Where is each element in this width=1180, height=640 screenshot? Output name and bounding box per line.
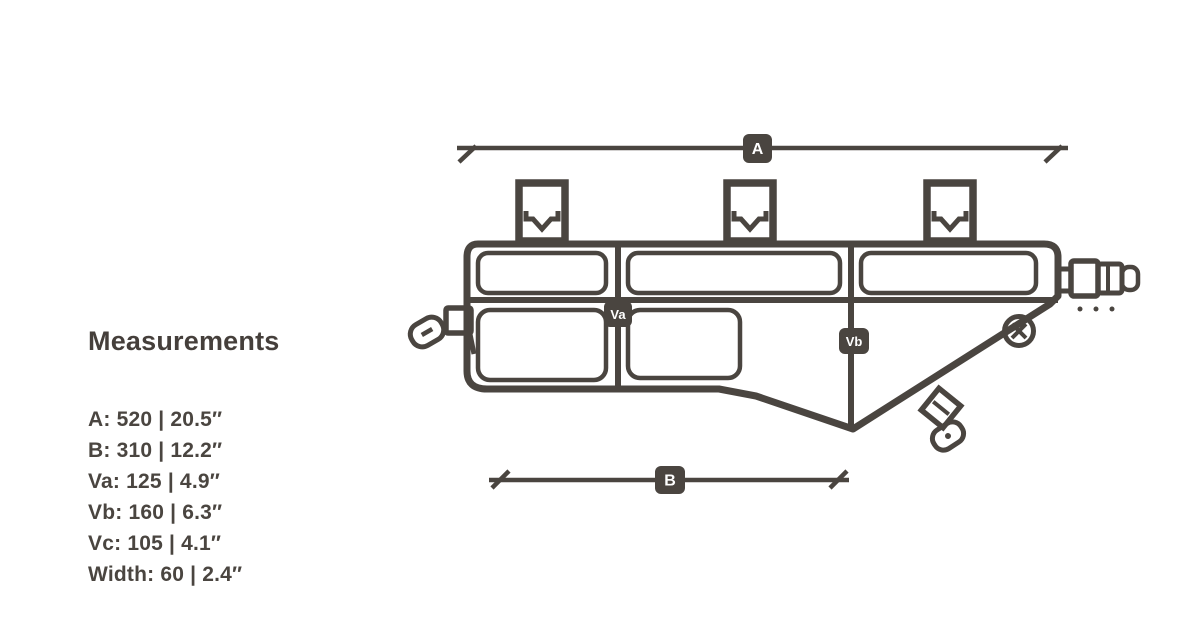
strap-notch-icon (931, 211, 969, 233)
dim-tick-icon (828, 469, 849, 490)
bag-outline (463, 240, 1062, 433)
label-va-text: Va (610, 307, 626, 322)
strap-notch-icon (523, 211, 561, 233)
measurement-item-vb: Vb: 160 | 6.3″ (88, 501, 223, 524)
diagonal-buckle-icon (917, 384, 967, 453)
measurement-item-va: Va: 125 | 4.9″ (88, 470, 220, 493)
measurement-list: A: 520 | 20.5″ B: 310 | 12.2″ Va: 125 | … (88, 404, 388, 590)
top-dimension-line: A (457, 134, 1068, 164)
label-b-text: B (664, 473, 676, 490)
dim-tick-icon (490, 469, 511, 490)
bottom-dimension-line: B (489, 466, 849, 494)
panel-stitch-top-mid (625, 250, 843, 296)
stitch-dot-icon (1093, 306, 1099, 312)
label-a-text: A (752, 141, 764, 158)
label-vb-text: Vb (846, 334, 863, 349)
label-box-va (604, 301, 632, 327)
measurement-item-b: B: 310 | 12.2″ (88, 439, 223, 462)
dim-tick-icon (1043, 144, 1064, 164)
measurements-heading: Measurements (88, 326, 280, 356)
dim-tick-icon (457, 144, 478, 164)
right-strap-buckle-icon (1056, 258, 1141, 312)
left-strap-end-icon (407, 314, 447, 350)
top-strap-loop-1 (515, 179, 569, 245)
cam-buckle-icon (1002, 314, 1036, 348)
diagonal-strap-end-icon (929, 419, 967, 453)
panel-stitch-top-right (858, 250, 1039, 296)
label-box-vb (839, 328, 869, 354)
panel-stitch-bottom-mid (625, 307, 743, 381)
strap-notch-icon (731, 211, 769, 233)
top-strap-loop-3 (923, 179, 977, 245)
measurements-panel: Measurements A: 520 | 20.5″ B: 310 | 12.… (88, 326, 388, 590)
left-strap-buckle-icon (407, 305, 477, 355)
panel-stitch-bottom-left (475, 307, 609, 383)
top-strap-loop-2 (723, 179, 777, 245)
label-box-b (655, 466, 685, 494)
measurement-item-width: Width: 60 | 2.4″ (88, 563, 243, 586)
measurement-item-vc: Vc: 105 | 4.1″ (88, 532, 222, 555)
measurement-item-a: A: 520 | 20.5″ (88, 408, 223, 431)
stitch-dot-icon (1109, 306, 1115, 312)
divider-line (88, 377, 343, 386)
panel-stitch-top-left (475, 250, 609, 296)
stitch-dot-icon (1077, 306, 1083, 312)
label-box-a (743, 134, 772, 163)
